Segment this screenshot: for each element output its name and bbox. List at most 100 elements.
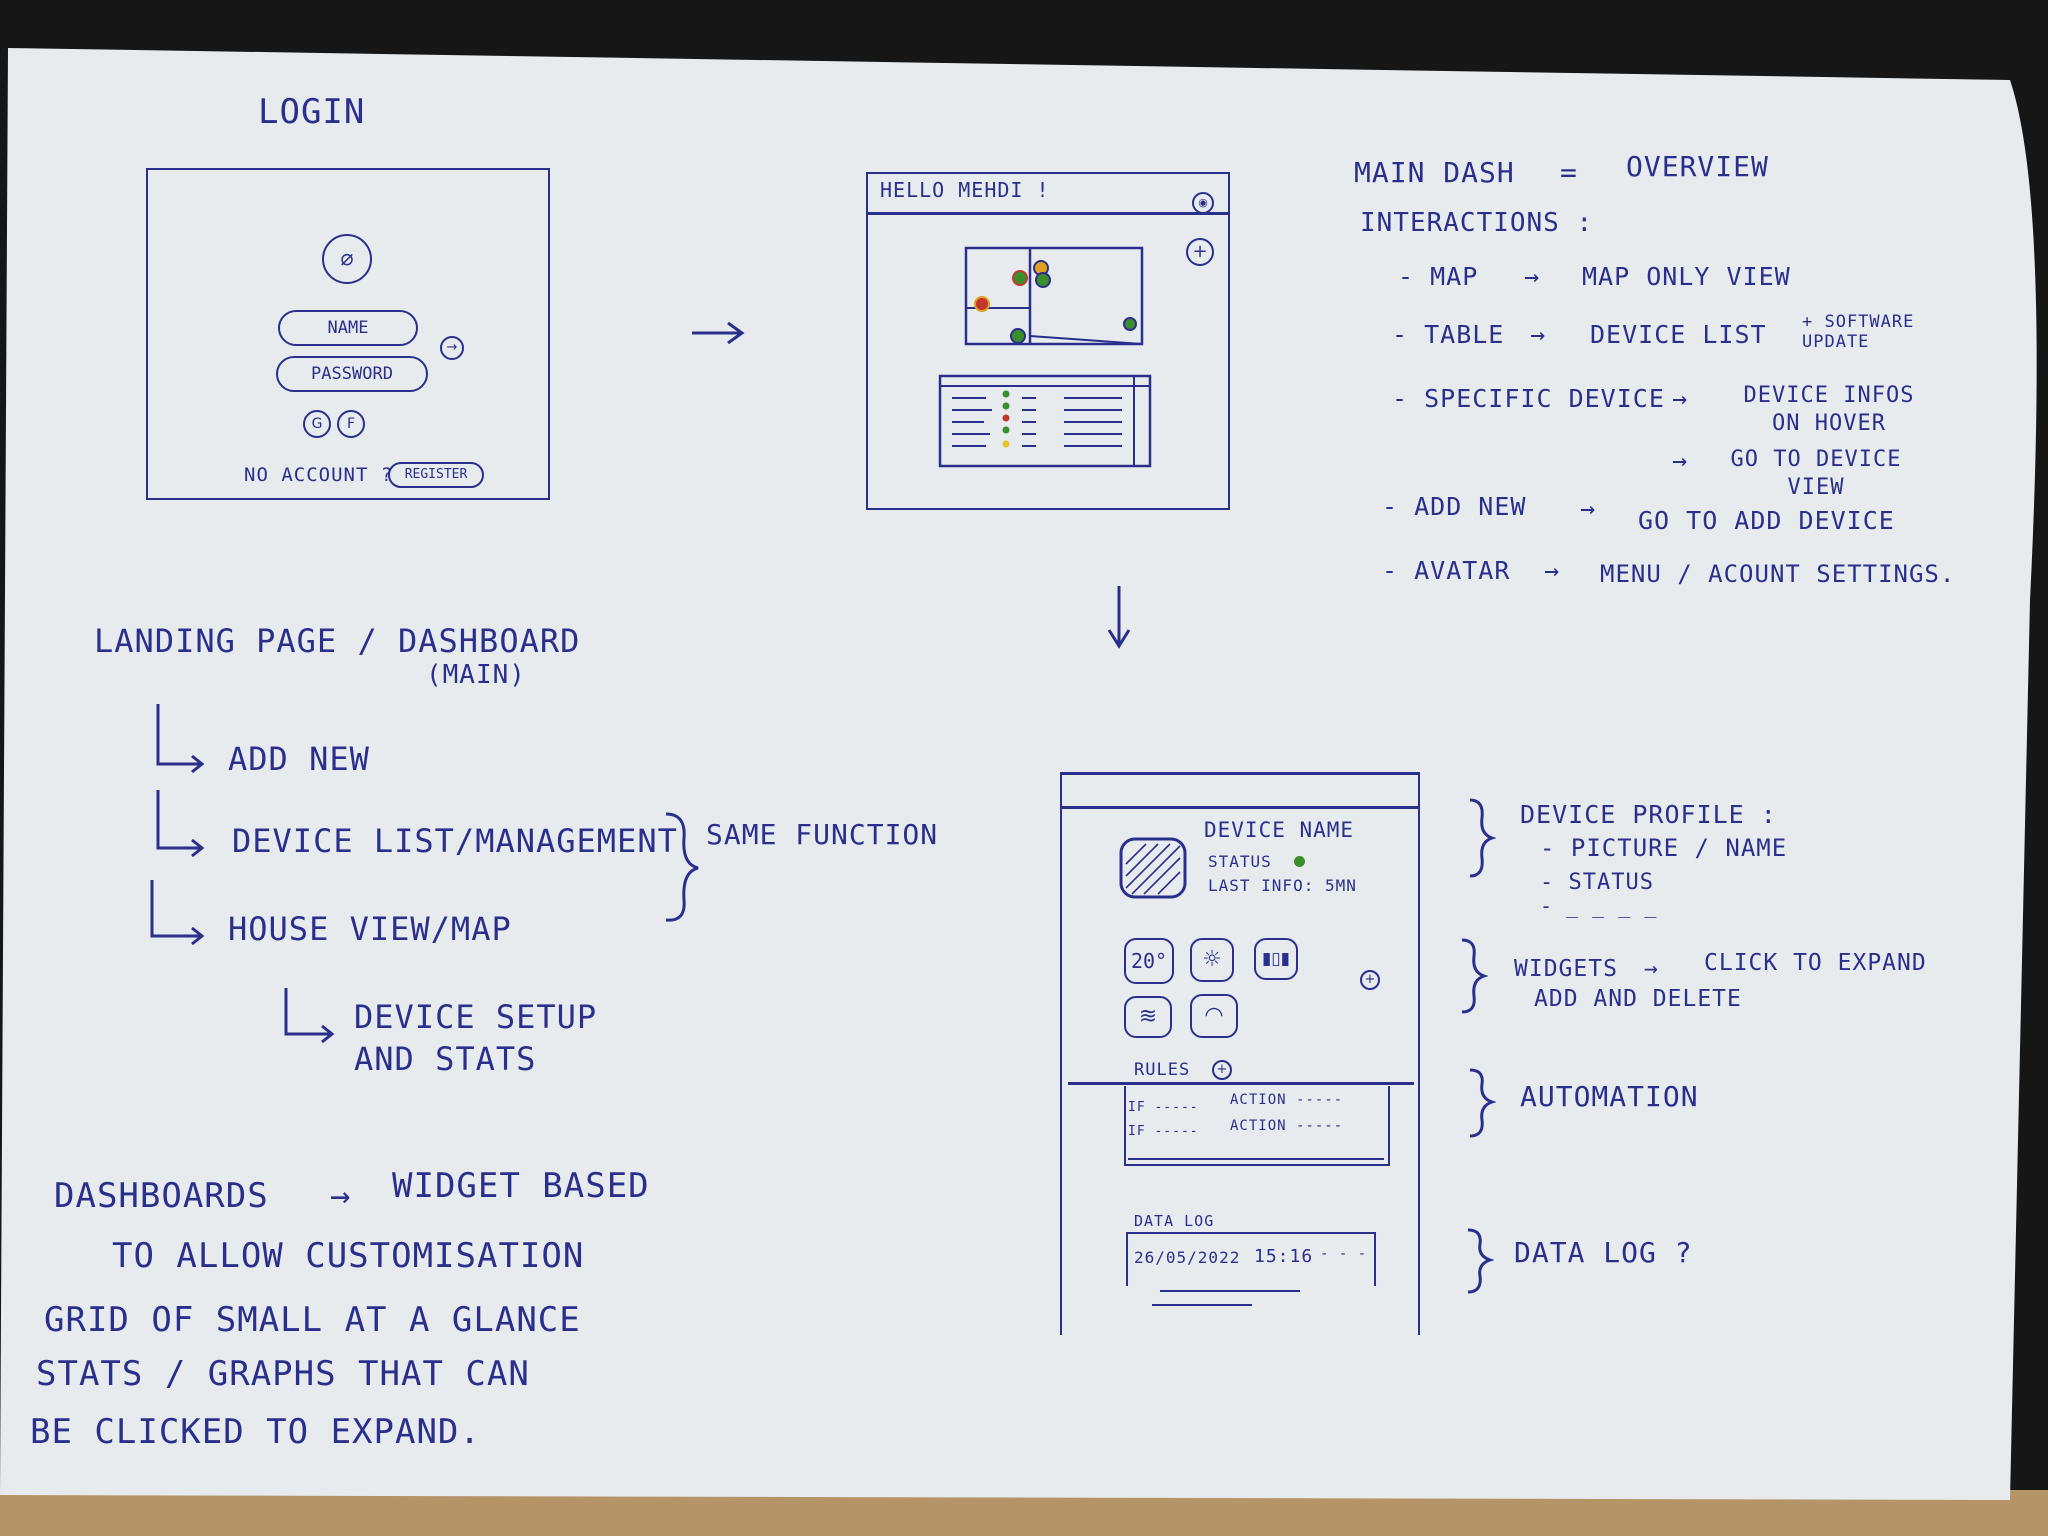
curly-brace bbox=[665, 812, 699, 922]
interaction-table-extra: + SOFTWARE UPDATE bbox=[1802, 312, 1915, 352]
name-field[interactable]: NAME bbox=[278, 310, 418, 346]
login-frame bbox=[146, 168, 550, 500]
interaction-add-new-target: GO TO ADD DEViCE bbox=[1638, 506, 1895, 535]
avatar-icon[interactable]: ◉ bbox=[1192, 192, 1214, 214]
dash-greeting: HELLO MEHDi ! bbox=[880, 178, 1050, 202]
device-frame bbox=[1060, 772, 1420, 1335]
login-title: LOGiN bbox=[258, 92, 366, 132]
hierarchy-house-view: HOUSE ViEW/MAP bbox=[228, 910, 512, 948]
rules-divider bbox=[1068, 1082, 1414, 1085]
device-table[interactable] bbox=[936, 372, 1156, 472]
profile-item-2: - STATUS bbox=[1540, 870, 1654, 895]
datalog-date: 26/05/2022 bbox=[1134, 1248, 1241, 1267]
interaction-specific-target: DEViCE iNFOS ON HOVER bbox=[1743, 383, 1915, 436]
device-picture bbox=[1119, 837, 1187, 899]
interaction-map-target: MAP ONLY ViEW bbox=[1582, 262, 1791, 291]
clicked-expand-note: BE CLiCKED TO EXPAND. bbox=[30, 1412, 481, 1452]
same-function-note: SAME FUNCTiON bbox=[706, 818, 939, 851]
no-account-text: NO ACCOUNT ? bbox=[244, 464, 394, 486]
map-marker[interactable] bbox=[974, 296, 990, 312]
plus-circle-icon[interactable]: + bbox=[1186, 238, 1214, 266]
rule-if-2: iF ----- bbox=[1128, 1124, 1199, 1139]
device-name: DEViCE NAME bbox=[1204, 818, 1355, 842]
profile-item-3: - _ _ _ _ bbox=[1540, 894, 1658, 918]
arrow-glyph: → bbox=[1644, 956, 1659, 982]
brace-datalog bbox=[1467, 1228, 1494, 1294]
profile-item-1: - PiCTURE / NAME bbox=[1540, 834, 1788, 862]
brace-automation bbox=[1469, 1068, 1496, 1138]
grid-note: GRiD OF SMALL AT A GLANCE bbox=[44, 1300, 581, 1340]
interaction-avatar: - AVATAR bbox=[1382, 556, 1511, 585]
arrow-glyph: → bbox=[1580, 494, 1597, 523]
automation-note: AUTOMATiON bbox=[1520, 1080, 1699, 1113]
interactions-heading: iNTERACTiONS : bbox=[1360, 208, 1594, 238]
datalog-label: DATA LOG bbox=[1134, 1212, 1215, 1230]
landing-subtitle: (MAiN) bbox=[426, 660, 526, 690]
hierarchy-device-stats: AND STATS bbox=[354, 1040, 537, 1078]
rule-action-2: ACTiON ----- bbox=[1230, 1118, 1344, 1134]
datalog-tail: - - - bbox=[1320, 1246, 1368, 1262]
map-marker[interactable] bbox=[1010, 328, 1026, 344]
rule-action-1: ACTiON ----- bbox=[1230, 1092, 1344, 1108]
plus-circle-icon[interactable]: + bbox=[1360, 970, 1380, 990]
house-map[interactable] bbox=[958, 244, 1148, 350]
interaction-add-new: - ADD NEW bbox=[1382, 492, 1527, 521]
arrow-glyph: → bbox=[1524, 262, 1541, 291]
rules-label: RULES bbox=[1134, 1060, 1191, 1080]
brace-profile bbox=[1469, 798, 1496, 878]
map-marker[interactable] bbox=[1012, 270, 1028, 286]
dashboards-note: DASHBOARDS bbox=[54, 1176, 269, 1216]
hierarchy-device-list: DEViCE LiST/MANAGEMENT bbox=[232, 822, 678, 860]
status-dot bbox=[1294, 856, 1305, 867]
widget-temperature[interactable]: 20° bbox=[1124, 938, 1174, 984]
map-marker[interactable] bbox=[1035, 272, 1051, 288]
dash-frame bbox=[866, 172, 1230, 510]
rules-underline bbox=[1128, 1158, 1384, 1160]
arrow-glyph: → bbox=[1530, 320, 1547, 349]
rules-box bbox=[1124, 1086, 1390, 1166]
datalog-scribble bbox=[1160, 1290, 1300, 1292]
profile-title: DEViCE PROFiLE : bbox=[1520, 800, 1777, 829]
arrow-glyph: → bbox=[1672, 446, 1689, 475]
customisation-note: TO ALLOW CUSTOMiSATiON bbox=[112, 1236, 585, 1276]
add-rule-icon[interactable]: + bbox=[1212, 1060, 1232, 1080]
datalog-time: 15:16 bbox=[1254, 1246, 1314, 1267]
arrow-glyph: → bbox=[330, 1176, 352, 1216]
equals-sign: = bbox=[1560, 156, 1578, 189]
stats-graphs-note: STATS / GRAPHS THAT CAN bbox=[36, 1354, 530, 1394]
interaction-map: - MAP bbox=[1398, 262, 1479, 291]
overview-text: OVERViEW bbox=[1626, 150, 1769, 183]
rule-if-1: iF ----- bbox=[1128, 1100, 1199, 1115]
device-status-label: STATUS bbox=[1208, 852, 1272, 871]
user-icon: ⌀ bbox=[322, 234, 372, 284]
dash-header-divider bbox=[866, 212, 1229, 215]
gauge-icon[interactable]: ◠ bbox=[1190, 994, 1238, 1038]
bar-chart-icon[interactable]: ▮▯▮ bbox=[1254, 938, 1298, 980]
device-last-info: LAST iNFO: 5mn bbox=[1208, 876, 1357, 895]
datalog-note: DATA LOG ? bbox=[1514, 1236, 1693, 1269]
interaction-specific-device: - SPECiFiC DEViCE bbox=[1392, 384, 1665, 413]
google-icon[interactable]: G bbox=[303, 410, 331, 438]
flow-arrow-down bbox=[1107, 586, 1131, 649]
widgets-expand-note: CLiCK TO EXPAND bbox=[1704, 950, 1927, 976]
datalog-scribble bbox=[1152, 1304, 1252, 1306]
map-marker[interactable] bbox=[1123, 317, 1137, 331]
hierarchy-device-setup: DEViCE SETUP bbox=[354, 998, 598, 1036]
arrow-right-circle-icon[interactable]: → bbox=[440, 336, 464, 360]
wind-icon[interactable]: ≋ bbox=[1124, 996, 1172, 1038]
arrow-glyph: → bbox=[1672, 384, 1689, 413]
password-field[interactable]: PASSWORD bbox=[276, 356, 428, 392]
brace-widgets bbox=[1461, 938, 1488, 1014]
arrow-glyph: → bbox=[1544, 556, 1561, 585]
interaction-specific-target-2: GO TO DEViCE ViEW bbox=[1730, 447, 1902, 500]
interaction-table-target: DEViCE LiST bbox=[1590, 320, 1767, 349]
datalog-box bbox=[1126, 1232, 1376, 1286]
widgets-add-delete-note: ADD AND DELETE bbox=[1534, 986, 1742, 1012]
facebook-icon[interactable]: F bbox=[337, 410, 365, 438]
flow-arrow-right bbox=[692, 321, 745, 345]
widget-based-note: WiDGET BASED bbox=[392, 1166, 650, 1206]
hierarchy-lines bbox=[150, 704, 335, 1044]
register-button[interactable]: REGiSTER bbox=[388, 462, 484, 488]
sun-icon[interactable]: ☼ bbox=[1190, 938, 1234, 982]
